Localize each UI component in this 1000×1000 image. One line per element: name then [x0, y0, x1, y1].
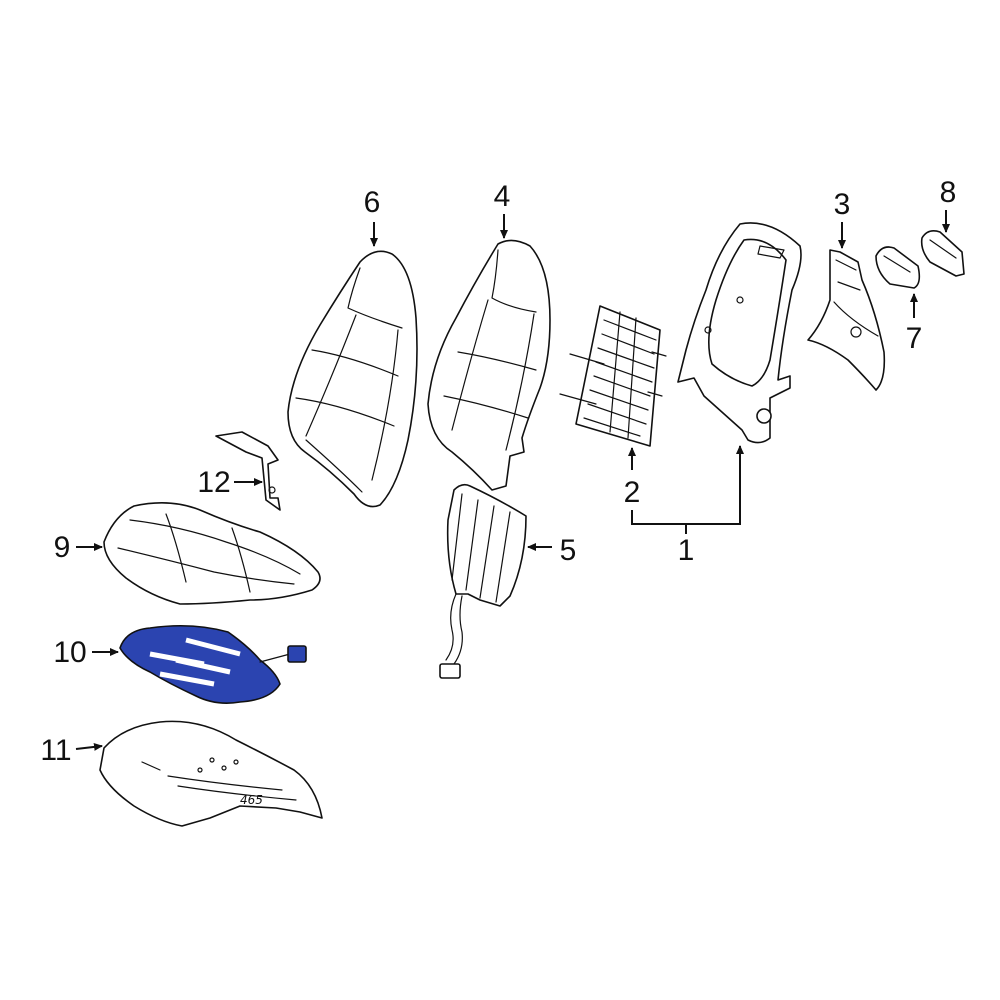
part-4-seat-back-pad[interactable] [427, 239, 551, 491]
part-7-trim-cap[interactable] [875, 246, 921, 289]
callout-10: 10 [53, 636, 86, 669]
callout-4: 4 [494, 180, 511, 213]
part-10-seat-cushion-heater[interactable] [119, 624, 307, 704]
callout-8: 8 [940, 176, 957, 209]
part-11-seat-cushion-pad[interactable]: 465 [99, 720, 323, 827]
callout-11: 11 [40, 734, 71, 767]
part-1-seat-back-frame[interactable] [677, 222, 802, 444]
callout-6: 6 [364, 186, 381, 219]
part-6-seat-back-cover[interactable] [287, 250, 418, 508]
part-3-side-trim[interactable] [807, 249, 886, 391]
callout-2: 2 [624, 476, 641, 509]
callout-12: 12 [197, 466, 230, 499]
callout-3: 3 [834, 188, 851, 221]
leader-1 [631, 445, 744, 525]
callout-1: 1 [678, 534, 695, 567]
part-5-seat-back-heater[interactable] [439, 483, 527, 679]
leader-11 [75, 742, 103, 751]
part-stamp: 465 [240, 793, 263, 807]
part-2-spring-mat[interactable] [559, 305, 667, 447]
callout-9: 9 [54, 531, 71, 564]
part-9-seat-cushion-cover[interactable] [103, 502, 321, 605]
part-8-trim-cover[interactable] [920, 230, 965, 277]
callout-7: 7 [906, 322, 923, 355]
callout-5: 5 [560, 534, 577, 567]
part-12-bracket[interactable] [215, 431, 281, 511]
